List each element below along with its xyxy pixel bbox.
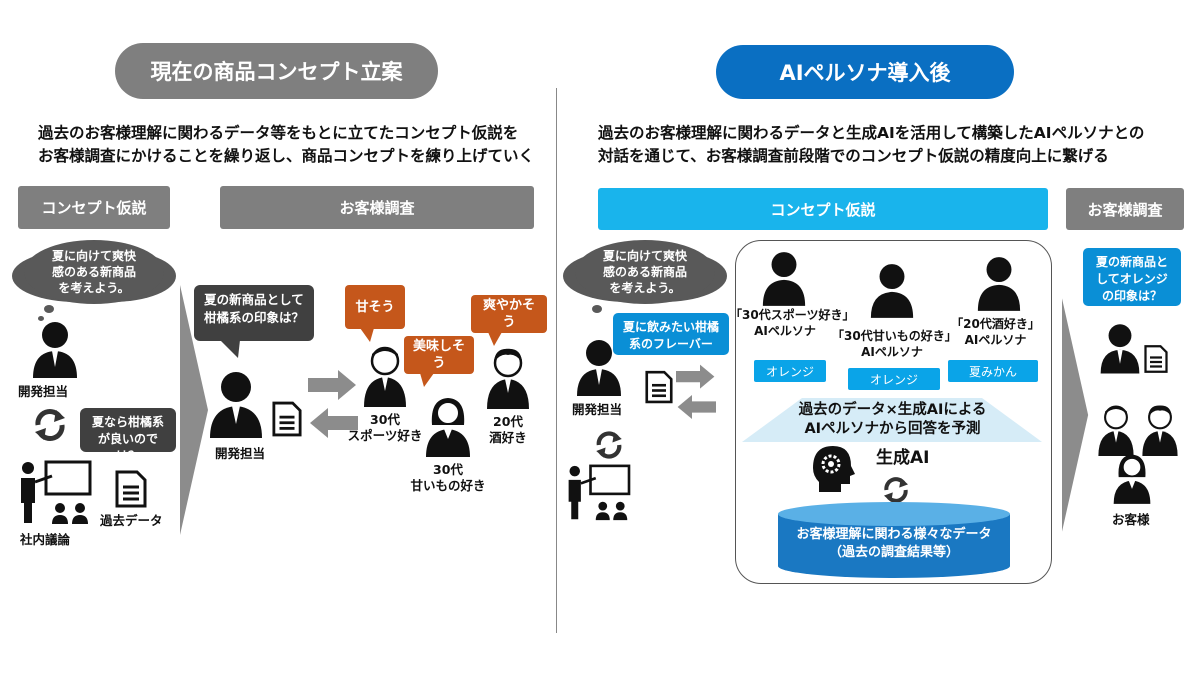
persona-label: 「30代甘いもの好き」 AIペルソナ [832, 329, 957, 359]
past-data-label: 過去データ [100, 513, 163, 528]
meeting-presentation-icon [21, 460, 92, 524]
customer-label: お客様 [1112, 512, 1150, 527]
developer-label: 開発担当 [18, 384, 69, 399]
prediction-text: 過去のデータ×生成AIによる AIペルソナから回答を予測 [798, 402, 987, 437]
flavor-question-bubble: 夏に飲みたい柑橘系のフレーバーは？ [612, 312, 730, 368]
persona-label: 「20代酒好き」 AIペルソナ [951, 317, 1040, 347]
meeting-label: 社内議論 [20, 532, 71, 547]
developer-label: 開発担当 [215, 446, 266, 461]
database-icon [778, 502, 1010, 578]
meeting-presentation-icon [568, 464, 631, 521]
document-icon [115, 470, 147, 508]
persona-label: 「30代スポーツ好き」 AIペルソナ [730, 308, 855, 338]
flow-chevron-icon [180, 285, 208, 535]
ai-head-gear-icon [813, 446, 855, 492]
left-thought-cloud: 夏に向けて爽快感のある新商品を考えよう。 [24, 240, 164, 304]
divider [556, 88, 557, 633]
person-label: 30代 スポーツ好き [347, 412, 423, 443]
developer-person-icon [577, 340, 621, 396]
genai-label: 生成AI [876, 448, 930, 468]
developer-label: 開発担当 [572, 402, 623, 417]
persona-person-icon [762, 252, 806, 306]
man-person-icon [364, 346, 406, 407]
cloud-dot [38, 316, 44, 321]
exchange-arrows-icon [676, 364, 716, 419]
left-description: 過去のお客様理解に関わるデータ等をもとに立てたコンセプト仮説を お客様調査にかけ… [38, 124, 535, 165]
left-bar-survey: お客様調査 [220, 186, 534, 229]
customer-person-icon [1142, 405, 1178, 456]
answer-bubble: 甘そう [345, 285, 405, 329]
left-bar-concept: コンセプト仮説 [18, 186, 170, 229]
woman-person-icon [426, 398, 470, 457]
database-text: お客様理解に関わる様々なデータ （過去の調査結果等） [796, 527, 992, 560]
persona-person-icon [977, 257, 1021, 311]
man-person-icon [487, 348, 529, 409]
customer-person-icon [1113, 454, 1151, 504]
question-bubble: 夏の新商品として柑橘系の印象は？ [194, 285, 314, 341]
cloud-dot [592, 305, 602, 313]
cloud-dot [44, 305, 54, 313]
persona-answer-tag: オレンジ [848, 368, 940, 390]
developer-person-icon [33, 322, 77, 378]
person-label: 30代 甘いもの好き [410, 462, 486, 493]
developer-person-icon [1100, 324, 1140, 374]
right-description: 過去のお客様理解に関わるデータと生成AIを活用して構築したAIペルソナとの 対話… [598, 124, 1145, 165]
persona-person-icon [870, 264, 914, 318]
bubble-tail [488, 332, 502, 346]
document-icon [645, 370, 673, 404]
customer-question-bubble: 夏の新商品としてオレンジの印象は？ [1082, 247, 1182, 307]
customer-person-icon [1098, 405, 1134, 456]
answer-bubble: 美味しそう [404, 336, 474, 374]
right-thought-cloud: 夏に向けて爽快感のある新商品を考えよう。 [575, 240, 715, 304]
cycle-icon [35, 409, 65, 441]
bubble-tail [220, 340, 240, 358]
document-icon [1144, 345, 1168, 373]
right-bar-concept: コンセプト仮説 [598, 188, 1048, 230]
citrus-suggestion-bubble: 夏なら柑橘系が良いのでは？ [80, 408, 176, 463]
person-label: 20代 酒好き [489, 414, 527, 445]
persona-answer-tag: オレンジ [754, 360, 826, 382]
cycle-icon [596, 431, 622, 459]
document-icon [272, 401, 302, 437]
prediction-band [742, 398, 1042, 442]
bubble-tail [360, 328, 374, 342]
persona-answer-tag: 夏みかん [948, 360, 1038, 382]
left-title: 現在の商品コンセプト立案 [115, 43, 438, 99]
exchange-arrows-icon [308, 370, 358, 438]
right-title: AIペルソナ導入後 [716, 45, 1014, 99]
bubble-tail [420, 373, 434, 387]
right-bar-survey: お客様調査 [1066, 188, 1184, 230]
developer-person-icon [210, 372, 262, 438]
flow-chevron-icon [1062, 298, 1089, 532]
cycle-icon [884, 477, 908, 503]
answer-bubble: 爽やかそう [471, 295, 547, 333]
